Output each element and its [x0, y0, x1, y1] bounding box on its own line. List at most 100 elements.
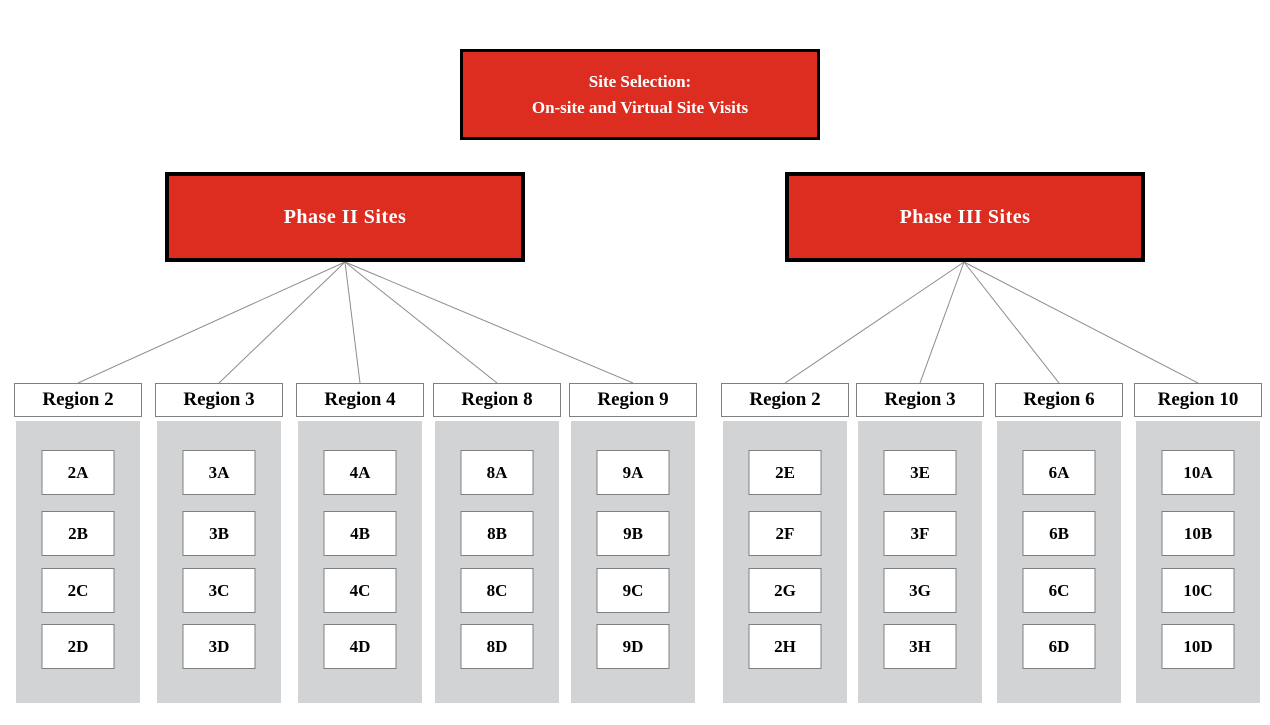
- site-label: 2B: [68, 523, 88, 543]
- region-column: Region 3 3A 3B 3C 3D: [155, 383, 283, 704]
- region-body: 10A 10B 10C 10D: [1136, 421, 1260, 703]
- region-label: Region 4: [324, 389, 396, 410]
- site-label: 6C: [1048, 580, 1070, 600]
- region-body: 3E 3F 3G 3H: [858, 421, 982, 703]
- connector-line: [344, 261, 634, 384]
- site-label: 2E: [775, 462, 795, 482]
- region-header: Region 3: [155, 383, 283, 417]
- region-column: Region 6 6A 6B 6C 6D: [995, 383, 1123, 704]
- region-column: Region 10 10A 10B 10C 10D: [1134, 383, 1262, 704]
- site-box: 8B: [460, 511, 534, 556]
- site-box: 2G: [748, 568, 822, 613]
- site-label: 3A: [208, 462, 230, 482]
- site-box: 9B: [596, 511, 670, 556]
- site-box: 8A: [460, 450, 534, 495]
- region-body: 2A 2B 2C 2D: [16, 421, 140, 703]
- phase-iii-node: Phase III Sites: [785, 172, 1145, 262]
- site-box: 9A: [596, 450, 670, 495]
- phase-ii-node: Phase II Sites: [165, 172, 525, 262]
- site-box: 3G: [883, 568, 957, 613]
- connector-line: [344, 261, 498, 384]
- site-box: 10C: [1161, 568, 1235, 613]
- site-box: 4D: [323, 624, 397, 669]
- site-box: 10A: [1161, 450, 1235, 495]
- region-column: Region 9 9A 9B 9C 9D: [569, 383, 697, 704]
- site-label: 10C: [1183, 580, 1213, 600]
- site-label: 4A: [349, 462, 371, 482]
- site-box: 6B: [1022, 511, 1096, 556]
- region-column: Region 2 2A 2B 2C 2D: [14, 383, 142, 704]
- site-box: 3F: [883, 511, 957, 556]
- site-label: 9B: [623, 523, 643, 543]
- site-label: 9C: [622, 580, 644, 600]
- root-node-line1: Site Selection:: [588, 71, 692, 91]
- phase-iii-label: Phase III Sites: [899, 205, 1031, 228]
- site-label: 6D: [1048, 636, 1070, 656]
- region-label: Region 2: [42, 389, 114, 410]
- connector-line: [77, 261, 346, 384]
- site-box: 8D: [460, 624, 534, 669]
- site-box: 3H: [883, 624, 957, 669]
- site-label: 3F: [910, 523, 930, 543]
- site-box: 2H: [748, 624, 822, 669]
- site-box: 2F: [748, 511, 822, 556]
- site-box: 2B: [41, 511, 115, 556]
- region-label: Region 8: [461, 389, 533, 410]
- site-label: 4B: [350, 523, 370, 543]
- site-box: 3A: [182, 450, 256, 495]
- region-header: Region 2: [14, 383, 142, 417]
- site-label: 2C: [67, 580, 89, 600]
- site-box: 2D: [41, 624, 115, 669]
- region-label: Region 6: [1023, 389, 1095, 410]
- connector-line: [344, 261, 361, 384]
- site-label: 2F: [775, 523, 795, 543]
- site-label: 8D: [486, 636, 508, 656]
- region-label: Region 3: [183, 389, 255, 410]
- connector-line: [963, 261, 1060, 384]
- site-box: 4C: [323, 568, 397, 613]
- site-label: 2H: [774, 636, 796, 656]
- region-column: Region 4 4A 4B 4C 4D: [296, 383, 424, 704]
- region-header: Region 3: [856, 383, 984, 417]
- site-label: 2G: [774, 580, 796, 600]
- connector-line: [784, 261, 965, 384]
- region-header: Region 8: [433, 383, 561, 417]
- region-label: Region 10: [1157, 389, 1239, 410]
- site-box: 2C: [41, 568, 115, 613]
- site-box: 6D: [1022, 624, 1096, 669]
- root-node-line2: On-site and Virtual Site Visits: [531, 97, 749, 117]
- site-label: 9D: [622, 636, 644, 656]
- site-label: 10D: [1183, 636, 1213, 656]
- site-label: 4C: [349, 580, 371, 600]
- site-label: 10B: [1183, 523, 1213, 543]
- region-header: Region 4: [296, 383, 424, 417]
- site-label: 3C: [208, 580, 230, 600]
- site-label: 3D: [208, 636, 230, 656]
- site-box: 2A: [41, 450, 115, 495]
- site-box: 4A: [323, 450, 397, 495]
- site-box: 6A: [1022, 450, 1096, 495]
- site-label: 3H: [909, 636, 931, 656]
- region-header: Region 10: [1134, 383, 1262, 417]
- region-label: Region 9: [597, 389, 669, 410]
- site-box: 3B: [182, 511, 256, 556]
- root-node-label: Site Selection: On-site and Virtual Site…: [532, 69, 748, 121]
- site-box: 10B: [1161, 511, 1235, 556]
- site-label: 3B: [209, 523, 229, 543]
- region-body: 4A 4B 4C 4D: [298, 421, 422, 703]
- region-body: 6A 6B 6C 6D: [997, 421, 1121, 703]
- site-box: 6C: [1022, 568, 1096, 613]
- site-label: 2A: [67, 462, 89, 482]
- region-body: 3A 3B 3C 3D: [157, 421, 281, 703]
- region-body: 9A 9B 9C 9D: [571, 421, 695, 703]
- region-header: Region 6: [995, 383, 1123, 417]
- site-label: 9A: [622, 462, 644, 482]
- region-header: Region 9: [569, 383, 697, 417]
- site-box: 3E: [883, 450, 957, 495]
- site-label: 6B: [1049, 523, 1069, 543]
- site-label: 8B: [487, 523, 507, 543]
